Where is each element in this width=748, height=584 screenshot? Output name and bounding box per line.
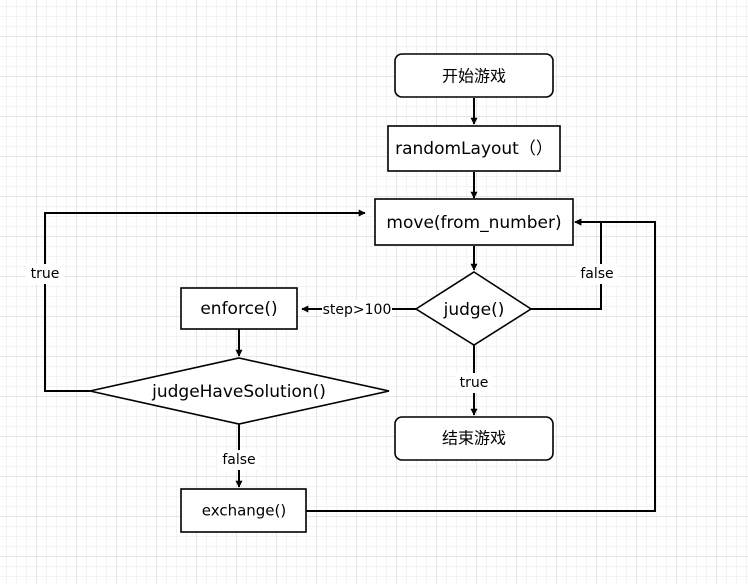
edge-label-solution-true: true xyxy=(31,266,60,282)
node-end: 结束游戏 xyxy=(394,416,554,461)
node-random-layout-label: randomLayout（） xyxy=(395,139,553,159)
node-enforce: enforce() xyxy=(180,287,298,330)
node-end-label: 结束游戏 xyxy=(442,429,506,448)
node-exchange: exchange() xyxy=(180,488,307,533)
node-judge-have-solution: judgeHaveSolution() xyxy=(89,357,390,425)
node-start: 开始游戏 xyxy=(394,53,554,98)
node-start-label: 开始游戏 xyxy=(442,67,506,86)
node-move-label: move(from_number) xyxy=(386,213,561,233)
edge-label-judge-step: step>100 xyxy=(323,302,392,318)
node-judge: judge() xyxy=(414,271,533,346)
edge-label-solution-false: false xyxy=(222,452,255,468)
node-move: move(from_number) xyxy=(374,198,574,246)
node-judge-have-solution-label: judgeHaveSolution() xyxy=(151,382,326,402)
edge-label-judge-false: false xyxy=(580,266,613,282)
node-enforce-label: enforce() xyxy=(200,299,277,319)
node-exchange-label: exchange() xyxy=(202,502,287,520)
edge-labels: false step>100 true true false xyxy=(26,264,618,470)
node-random-layout: randomLayout（） xyxy=(387,125,561,172)
node-judge-label: judge() xyxy=(443,300,505,320)
edge-label-judge-true: true xyxy=(460,375,489,391)
edge-exchange-loop xyxy=(306,218,656,512)
edge-solution-true-loop xyxy=(44,209,366,392)
